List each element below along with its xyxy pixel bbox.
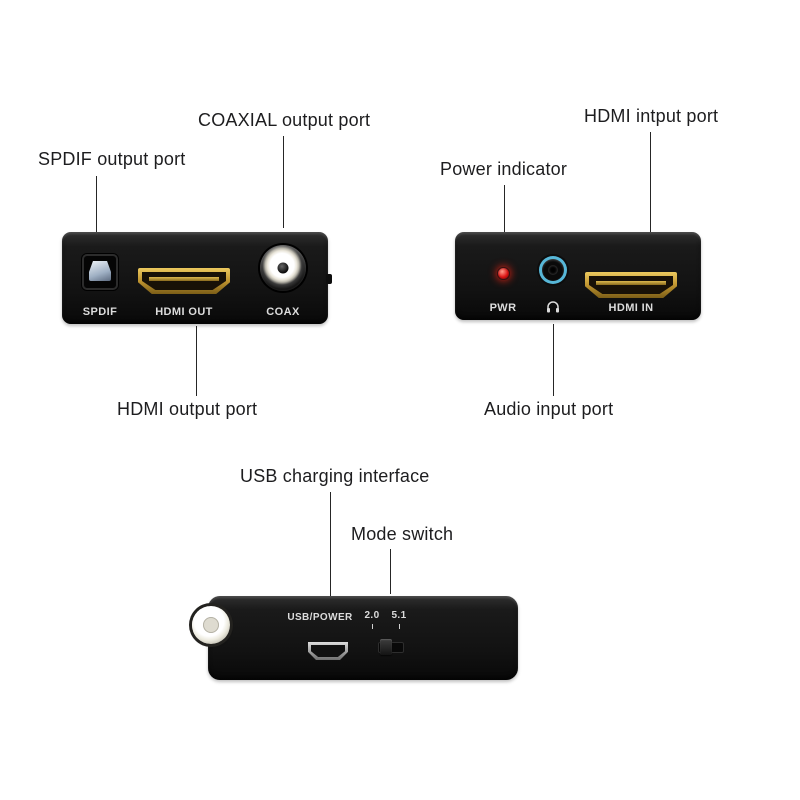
callout-line-mode: [390, 549, 391, 594]
label-spdif-output: SPDIF output port: [38, 149, 186, 169]
side-nub: [326, 274, 332, 284]
spdif-port-label: SPDIF: [82, 306, 118, 318]
label-audio-input: Audio input port: [484, 399, 614, 419]
mode-switch-knob: [380, 639, 392, 655]
coax-port: [260, 245, 306, 291]
pwr-label: PWR: [489, 302, 517, 314]
side-coax-port: [192, 606, 230, 644]
hdmi-in-shell: [585, 272, 677, 298]
device-side-panel: USB/POWER 2.0 5.1: [192, 596, 518, 680]
callout-line-hdmi-out: [196, 326, 197, 396]
headphone-icon: [546, 300, 560, 318]
audio-jack-port: [542, 259, 564, 281]
mode-20-label: 2.0: [364, 610, 380, 621]
callout-line-coax: [283, 136, 284, 228]
hdmi-in-port: [585, 272, 677, 298]
callout-line-usb: [330, 492, 331, 596]
power-led: [497, 267, 510, 280]
mode-switch-slider: [378, 639, 404, 655]
device-input-panel: PWR HDMI IN: [455, 232, 701, 320]
spdif-port: [82, 254, 118, 290]
label-hdmi-output: HDMI output port: [117, 399, 258, 419]
callout-line-audio: [553, 324, 554, 396]
coax-port-label: COAX: [266, 306, 300, 318]
mini-usb-port: [308, 642, 348, 660]
mode-51-label: 5.1: [391, 610, 407, 621]
hdmi-out-shell: [138, 268, 230, 294]
label-usb-charging: USB charging interface: [240, 466, 430, 486]
label-mode-switch: Mode switch: [351, 524, 454, 544]
label-power-indicator: Power indicator: [440, 159, 568, 179]
label-hdmi-input: HDMI intput port: [584, 106, 719, 126]
mode-20-tick: [372, 624, 373, 629]
usb-power-label: USB/POWER: [287, 612, 353, 623]
hdmi-out-port: [138, 268, 230, 294]
device-output-panel: SPDIF HDMI OUT COAX: [62, 232, 332, 324]
callout-line-spdif: [96, 176, 97, 232]
hdmi-out-port-label: HDMI OUT: [155, 306, 213, 318]
callout-line-hdmi-in: [650, 132, 651, 232]
hdmi-in-port-label: HDMI IN: [608, 302, 654, 314]
mode-51-tick: [399, 624, 400, 629]
callout-line-power: [504, 185, 505, 232]
label-coaxial-output: COAXIAL output port: [198, 110, 371, 130]
